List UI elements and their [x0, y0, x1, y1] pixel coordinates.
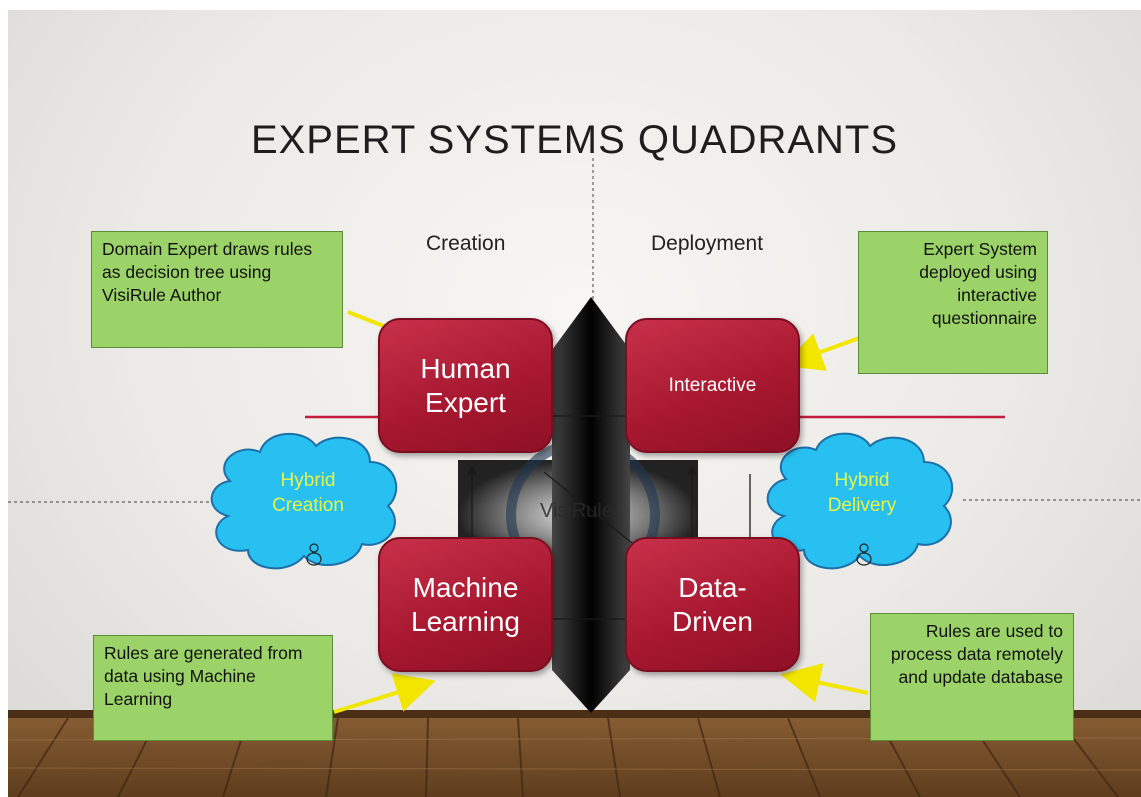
cloud-hybrid-creation — [210, 433, 398, 570]
cloud-label-hybrid-delivery: Hybrid Delivery — [827, 470, 897, 516]
person-icon — [306, 543, 872, 566]
quadrant-machine-learning: Machine Learning — [378, 537, 553, 672]
slide-title: EXPERT SYSTEMS QUADRANTS — [250, 118, 899, 162]
column-label-creation: Creation — [426, 232, 506, 255]
cloud-label-hybrid-creation: Hybrid Creation — [272, 470, 344, 516]
quadrant-label: Data- Driven — [672, 571, 753, 637]
quadrant-interactive: Interactive — [625, 318, 800, 453]
note-bottom-left: Rules are generated from data using Mach… — [93, 635, 333, 741]
quadrant-label: Interactive — [668, 374, 757, 396]
yellow-pointer-bottom-left — [333, 673, 436, 714]
diagram-graphics — [8, 158, 1141, 714]
quadrant-label: Human Expert — [420, 352, 511, 418]
quadrant-human-expert: Human Expert — [378, 318, 553, 453]
quadrant-label: Machine Learning — [411, 571, 520, 637]
black-divider — [552, 297, 630, 713]
slide: EXPERT SYSTEMS QUADRANTS Creation Deploy… — [8, 10, 1141, 797]
note-top-left: Domain Expert draws rules as decision tr… — [91, 231, 343, 348]
yellow-pointer-bottom-right — [780, 663, 869, 703]
note-bottom-right: Rules are used to process data remotely … — [870, 613, 1074, 741]
note-top-right: Expert System deployed using interactive… — [858, 231, 1048, 374]
center-label-visirule: VisiRule — [540, 500, 613, 522]
quadrant-data-driven: Data- Driven — [625, 537, 800, 672]
column-label-deployment: Deployment — [651, 232, 764, 255]
